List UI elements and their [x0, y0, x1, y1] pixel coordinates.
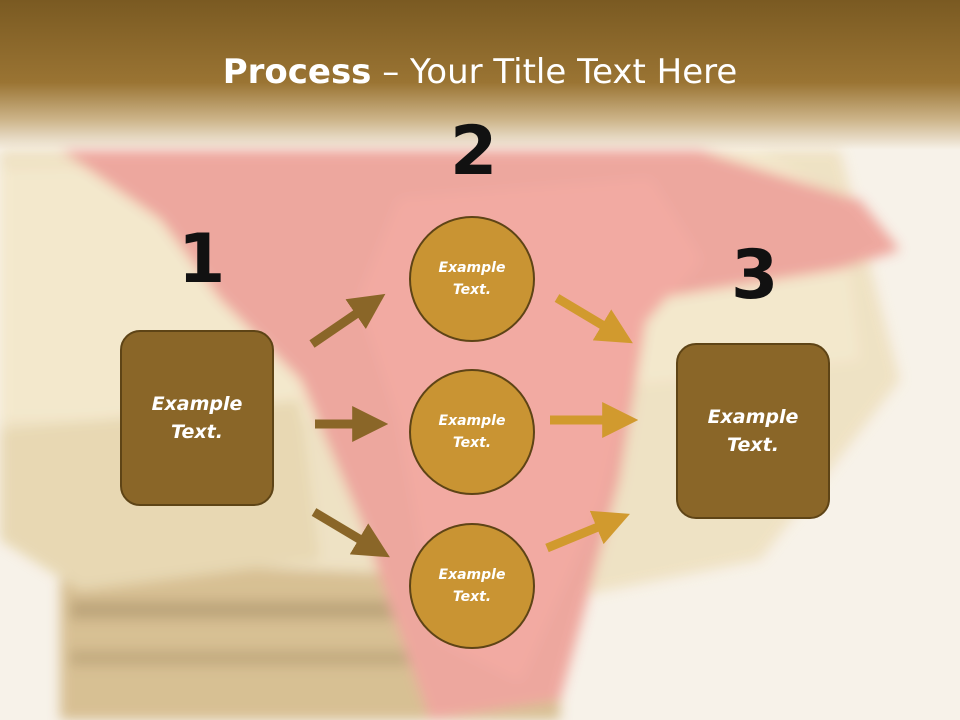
step-number-3: 3 — [731, 236, 779, 315]
circle-middle-label: Example Text. — [438, 412, 506, 451]
title-band — [0, 0, 960, 150]
slide-title: Process – Your Title Text Here — [0, 52, 960, 92]
step-2-circle-bottom: Example Text. — [409, 523, 535, 649]
title-rest: – Your Title Text Here — [371, 52, 738, 92]
circle-top-label: Example Text. — [438, 259, 506, 298]
step-3-label: Example Text. — [707, 405, 799, 457]
step-1-label: Example Text. — [151, 392, 243, 444]
arrow-1-to-top — [309, 293, 386, 348]
step-number-2: 2 — [450, 112, 498, 191]
step-3-box: Example Text. — [676, 343, 830, 519]
step-2-circle-middle: Example Text. — [409, 369, 535, 495]
arrow-bottom-to-3 — [545, 510, 630, 553]
step-2-circle-top: Example Text. — [409, 216, 535, 342]
title-bold: Process — [222, 52, 372, 92]
circle-bottom-label: Example Text. — [438, 566, 506, 605]
step-1-box: Example Text. — [120, 330, 274, 506]
arrow-top-to-3 — [554, 294, 633, 344]
step-number-1: 1 — [178, 220, 226, 299]
arrow-1-to-bottom — [311, 508, 390, 558]
